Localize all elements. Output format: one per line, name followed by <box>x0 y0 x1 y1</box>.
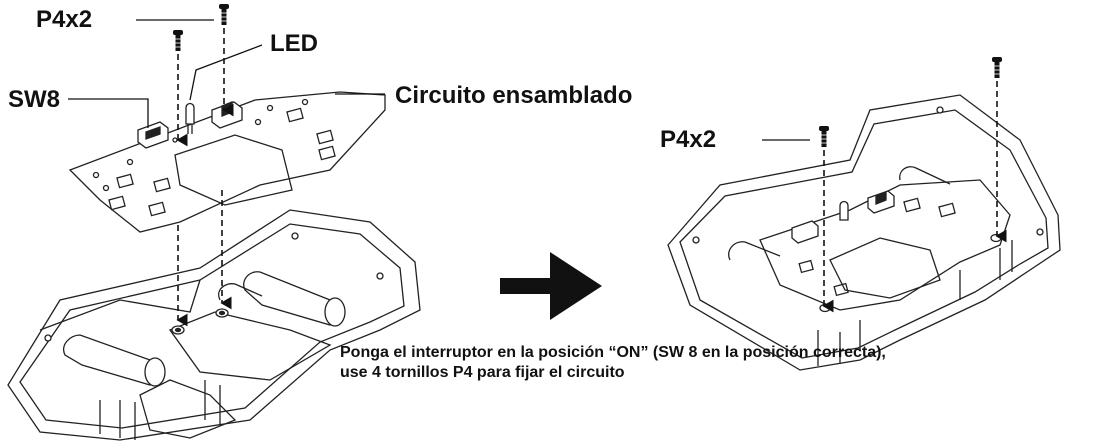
label-circuit: Circuito ensamblado <box>395 82 633 109</box>
leader-lines-left <box>68 19 385 128</box>
right-arrow-icon <box>500 252 602 320</box>
right-assembled-unit <box>667 94 1061 371</box>
label-led: LED <box>270 30 318 57</box>
label-p4x2-right: P4x2 <box>660 126 717 153</box>
dashed-guides-left <box>176 28 234 327</box>
label-p4x2-top: P4x2 <box>36 6 93 33</box>
caption-line-2: use 4 tornillos P4 para fijar el circuit… <box>340 364 625 381</box>
dashed-guides-right <box>822 81 1007 313</box>
screw-icon <box>172 3 230 52</box>
left-circuit-board <box>68 91 386 233</box>
label-sw8: SW8 <box>8 86 61 113</box>
caption-line-1: Ponga el interruptor en la posición “ON”… <box>340 344 886 361</box>
left-base-housing <box>7 209 421 441</box>
